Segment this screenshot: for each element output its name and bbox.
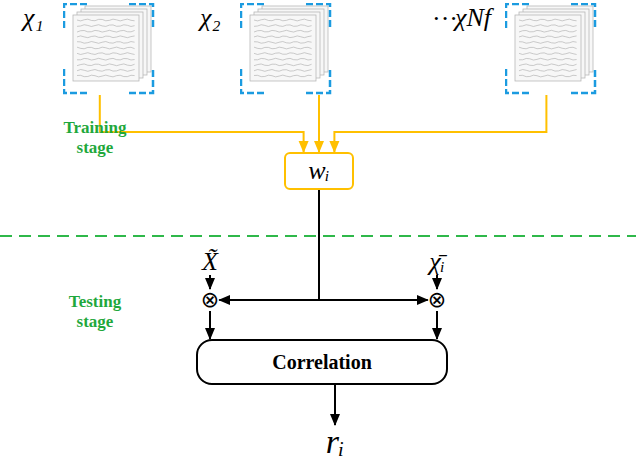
connector <box>318 95 320 152</box>
math-label: rᵢ <box>326 425 345 459</box>
data-stack: χNf <box>505 3 597 95</box>
connector <box>209 311 211 339</box>
multiply-node: ⊗ <box>428 289 446 311</box>
data-stack: χ₂ <box>240 3 332 95</box>
multiply-symbol: ⊗ <box>428 289 446 311</box>
connector <box>100 95 304 152</box>
math-label: wᵢ <box>308 158 329 184</box>
math-label: X̃ <box>202 249 218 275</box>
stage-label: Testing stage <box>55 292 135 333</box>
process-box: Correlation <box>196 339 448 385</box>
stack-picture <box>63 3 155 95</box>
math-term: χ̄ᵢ <box>429 249 445 275</box>
connector <box>209 275 211 289</box>
stack-label: χ₁ <box>23 3 43 33</box>
math-term: rᵢ <box>326 425 345 459</box>
stack-label: χNf <box>455 3 491 33</box>
connector <box>334 95 546 152</box>
stack-picture <box>505 3 597 95</box>
ellipsis: ··· <box>432 4 458 34</box>
stack-label: χ₂ <box>200 3 220 33</box>
data-stack: χ₁ <box>63 3 155 95</box>
connector <box>436 311 438 339</box>
connector <box>219 190 319 300</box>
box-label: Correlation <box>272 352 372 372</box>
connector <box>436 275 438 289</box>
connector <box>319 190 428 300</box>
stage-label: Training stage <box>55 118 135 159</box>
math-term: X̃ <box>202 249 218 275</box>
connector <box>334 385 336 425</box>
stack-picture <box>240 3 332 95</box>
math-label: χ̄ᵢ <box>429 249 445 275</box>
multiply-symbol: ⊗ <box>201 289 219 311</box>
multiply-node: ⊗ <box>201 289 219 311</box>
filter-box: wᵢ <box>284 152 354 190</box>
